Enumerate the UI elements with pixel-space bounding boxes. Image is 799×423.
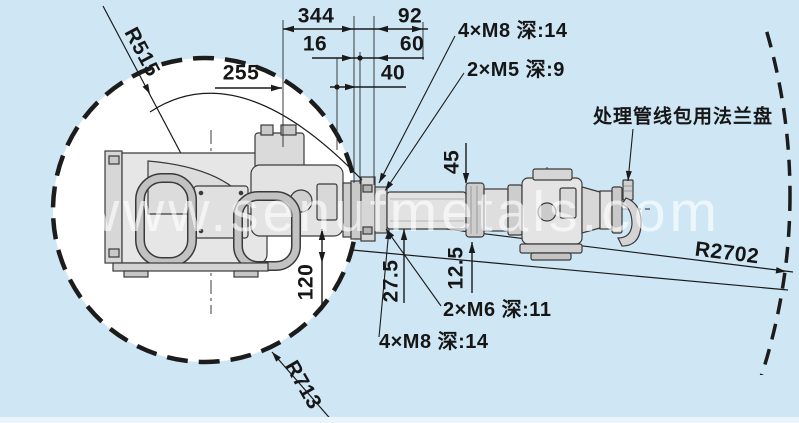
bolt-spec-bottom-m6: 2×M6 深:11 bbox=[443, 299, 552, 321]
robot-wrist bbox=[519, 168, 642, 261]
leader-lines bbox=[378, 35, 634, 338]
bolt-spec-top-m8: 4×M8 深:14 bbox=[458, 20, 568, 42]
robot-base bbox=[104, 124, 352, 278]
dim-40-label: 40 bbox=[380, 61, 406, 85]
dim-12-5-label: 12.5 bbox=[444, 246, 468, 290]
robot-forearm bbox=[350, 176, 523, 242]
dim-45-label: 45 bbox=[440, 149, 464, 175]
dimension-arrows-top bbox=[271, 25, 423, 92]
dim-60-label: 60 bbox=[399, 32, 425, 56]
bottom-edge-strip bbox=[0, 417, 799, 423]
flange-note-label: 处理管线包用法兰盘 bbox=[593, 106, 774, 128]
r713-arrowhead bbox=[272, 352, 281, 362]
swing-arc bbox=[149, 92, 363, 181]
watermark: www.senufmetals.com bbox=[77, 180, 722, 244]
dim-255-label: 255 bbox=[222, 61, 260, 85]
bolt-spec-bottom-m8: 4×M8 深:14 bbox=[379, 331, 489, 353]
dimension-arrows-vertical bbox=[318, 173, 476, 263]
r2702-arrowhead bbox=[775, 267, 786, 274]
leader-arrowheads bbox=[379, 170, 632, 240]
dim-344-label: 344 bbox=[297, 4, 335, 28]
dim-120-label: 120 bbox=[294, 263, 318, 301]
dim-27-5-label: 27.5 bbox=[379, 259, 403, 303]
dimension-lines-top bbox=[215, 28, 428, 89]
dresspack-hook bbox=[617, 197, 642, 247]
bolt-spec-top-m5: 2×M5 深:9 bbox=[467, 59, 565, 81]
dim-16-label: 16 bbox=[302, 32, 328, 56]
r515-arrowhead bbox=[142, 83, 150, 94]
dim-92-label: 92 bbox=[397, 4, 423, 28]
